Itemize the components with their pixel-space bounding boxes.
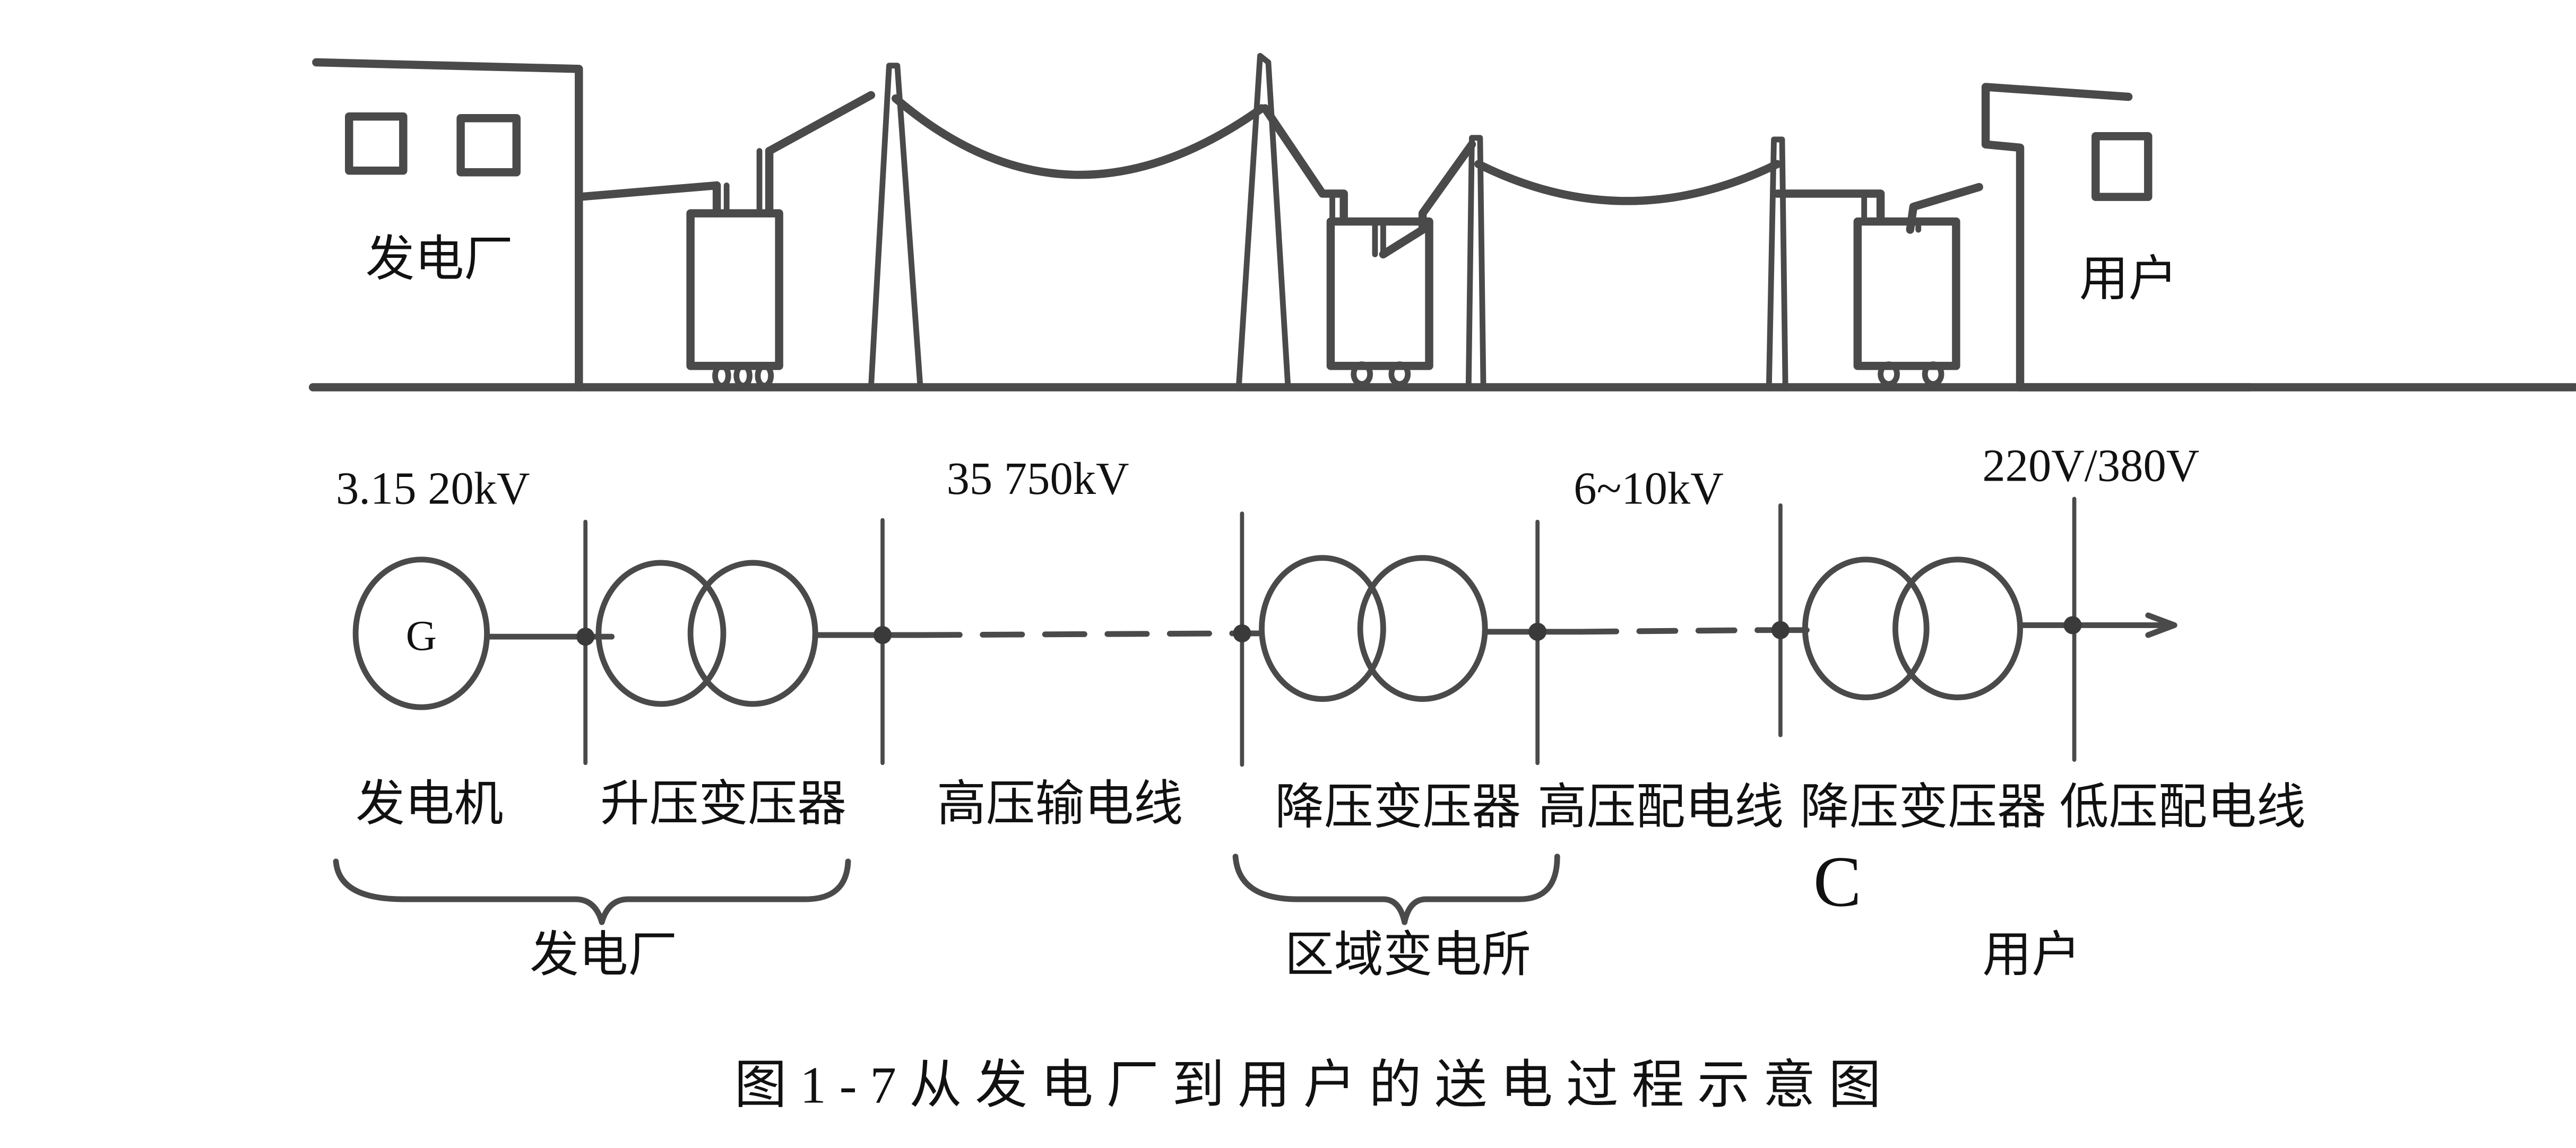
plant-window-2	[456, 114, 521, 177]
wheel-2	[733, 363, 753, 389]
wheel-5	[1388, 361, 1411, 387]
plant-building-outline	[312, 58, 583, 392]
junction-dot	[1771, 621, 1790, 639]
brace-regional-substation	[1232, 854, 1560, 925]
pictorial-step-down-transformer-2	[1853, 182, 1983, 387]
power-plant-building: 发电厂	[312, 58, 583, 392]
wheel-6	[1878, 361, 1900, 387]
label-hv-transmission-line: 高压输电线	[937, 777, 1183, 832]
label-hv-distribution-line: 高压配电线	[1537, 780, 1784, 835]
primary-winding	[595, 560, 727, 707]
group-braces: 发电厂 区域变电所 用户	[333, 854, 2081, 982]
wheel-1	[712, 363, 731, 389]
step-down-transformer-symbol-2	[1802, 556, 2023, 700]
transformer-body-3	[1853, 217, 1960, 370]
single-line-schematic: G	[352, 497, 2177, 767]
junction-dot	[873, 626, 892, 645]
secondary-winding-2	[1357, 555, 1488, 702]
plant-feed-wire	[575, 181, 721, 218]
pictorial-step-down-transformer-1	[1326, 140, 1476, 387]
up-feed-wire	[765, 91, 876, 155]
transmission-tower-2	[1235, 53, 1291, 390]
distribution-pole-2	[1766, 136, 1788, 390]
label-step-up-transformer: 升压变压器	[600, 777, 846, 832]
transformer-body-2	[1326, 217, 1433, 370]
tower-2-outline	[1235, 53, 1291, 390]
generator-letter: G	[406, 612, 437, 659]
plant-window-1	[345, 112, 408, 175]
user-window	[2091, 132, 2153, 201]
primary-winding-2	[1259, 555, 1386, 702]
power-plant-label: 发电厂	[366, 232, 513, 287]
user-building: 用户	[1981, 83, 2254, 392]
tower-1-outline	[868, 63, 923, 390]
distribution-line-sag	[1474, 160, 1782, 205]
group-user: 用户	[1982, 928, 2081, 982]
junction-dot	[1528, 622, 1547, 641]
distribution-pole-1	[1465, 135, 1486, 390]
junction-dot	[2063, 616, 2082, 634]
label-lv-distribution-line: 低压配电线	[2060, 780, 2306, 835]
pictorial-step-up-transformer	[575, 91, 876, 389]
figure-caption: 图1-7从发电厂到用户的送电过程示意图	[734, 1057, 1895, 1115]
hv-line-sag	[892, 94, 1266, 179]
voltage-distribution-low: 220V/380V	[1982, 440, 2199, 491]
voltage-labels: 3.15 20kV 35 750kV 6~10kV 220V/380V	[336, 440, 2199, 514]
stray-letter: C	[1813, 842, 1862, 921]
secondary-winding-3	[1892, 556, 2023, 700]
wheel-3	[755, 363, 774, 389]
wheel-7	[1922, 361, 1944, 387]
transmission-tower-1	[868, 63, 923, 390]
transformer-body	[686, 209, 783, 370]
label-step-down-transformer-2: 降压变压器	[1800, 780, 2046, 835]
step-up-transformer-symbol	[595, 560, 818, 707]
generator-circle	[352, 556, 490, 710]
hv-transmission-dashed	[917, 630, 1235, 638]
secondary-winding	[687, 560, 818, 707]
component-labels: 发电机 升压变压器 高压输电线 降压变压器 高压配电线 降压变压器 低压配电线 …	[356, 777, 2306, 922]
user-building-outline	[1981, 83, 2133, 392]
hv-distribution-dashed	[1577, 627, 1761, 635]
voltage-generation: 3.15 20kV	[336, 463, 530, 514]
junction-dot	[576, 628, 595, 646]
label-generator: 发电机	[356, 777, 503, 832]
group-power-plant: 发电厂	[530, 928, 677, 982]
step-down-transformer-symbol-1	[1259, 555, 1488, 702]
user-label: 用户	[2079, 252, 2178, 307]
group-regional-substation: 区域变电所	[1285, 928, 1531, 982]
pictorial-scene: 发电厂	[308, 53, 2576, 392]
voltage-transmission: 35 750kV	[947, 453, 1129, 504]
generator-symbol: G	[352, 556, 490, 710]
arrow-head-icon	[2145, 612, 2177, 638]
primary-winding-3	[1802, 556, 1930, 700]
junction-dot	[1233, 624, 1251, 642]
wheel-4	[1351, 361, 1373, 387]
label-step-down-transformer-1: 降压变压器	[1275, 780, 1521, 835]
brace-power-plant	[333, 858, 851, 925]
distribution-drop-wire	[1773, 189, 1885, 226]
voltage-distribution-high: 6~10kV	[1574, 463, 1724, 514]
